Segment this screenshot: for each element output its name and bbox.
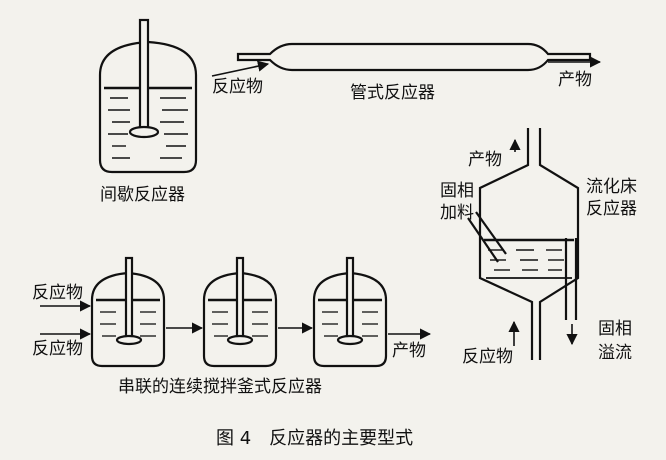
batch-reactor-label: 间歇反应器 xyxy=(100,185,185,205)
tubular-reactor-tube xyxy=(236,42,592,72)
batch-reactor-vessel xyxy=(98,40,198,174)
fluid-reactant-label: 反应物 xyxy=(462,347,513,367)
cstr-tank-1 xyxy=(90,256,166,368)
solid-feed-pipe xyxy=(467,211,507,263)
solid-feed-label-1: 固相 xyxy=(440,181,474,201)
cstr-reactant-label-1: 反应物 xyxy=(32,283,83,303)
cstr-tank-2 xyxy=(202,256,278,368)
cstr-reactant-label-2: 反应物 xyxy=(32,339,83,359)
tubular-reactor-label: 管式反应器 xyxy=(350,83,435,103)
solid-overflow-pipe xyxy=(564,238,578,320)
tubular-reactor xyxy=(211,42,602,77)
batch-stirrer-blade xyxy=(128,125,160,139)
fluidized-bed-reactor xyxy=(467,128,580,360)
fluidized-bed-label-2: 反应器 xyxy=(586,199,637,219)
cstr-series-label: 串联的连续搅拌釜式反应器 xyxy=(118,377,322,397)
solid-overflow-label-1: 固相 xyxy=(598,319,632,339)
solid-overflow-label-2: 溢流 xyxy=(598,343,632,363)
tubular-reactant-label: 反应物 xyxy=(212,77,263,97)
fluid-product-label: 产物 xyxy=(468,150,502,170)
cstr-tank-3 xyxy=(312,256,388,368)
batch-stirrer-shaft xyxy=(138,18,150,132)
fluidized-bed-vessel xyxy=(478,128,580,360)
tubular-product-label: 产物 xyxy=(558,70,592,90)
solid-feed-label-2: 加料 xyxy=(440,203,474,223)
cstr-series xyxy=(40,256,432,368)
batch-reactor xyxy=(98,18,198,174)
figure-caption: 图 4 反应器的主要型式 xyxy=(216,428,413,449)
cstr-product-label: 产物 xyxy=(392,341,426,361)
fluidized-bed-label-1: 流化床 xyxy=(586,177,637,197)
